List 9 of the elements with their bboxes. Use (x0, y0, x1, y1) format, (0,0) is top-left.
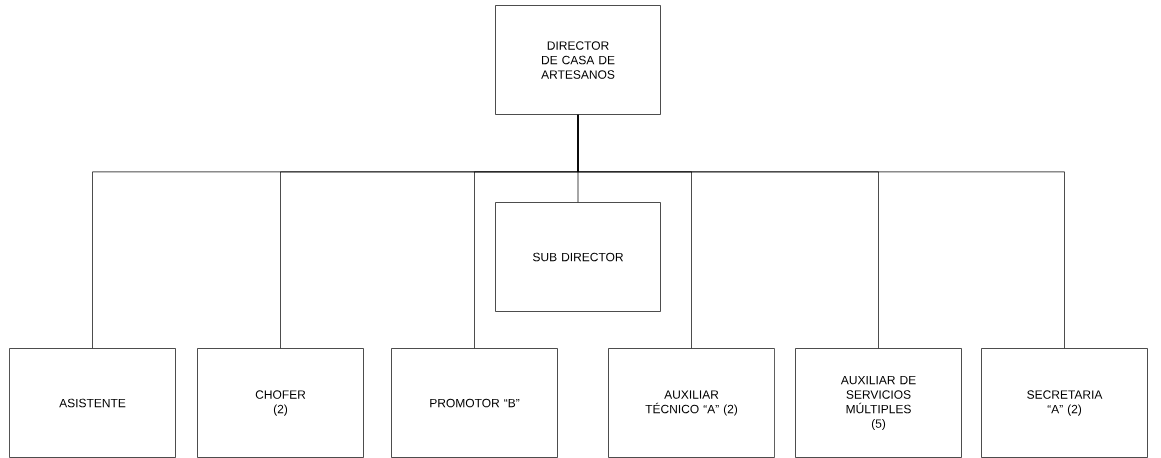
org-box: ASISTENTE (9, 348, 176, 458)
org-box: CHOFER (2) (197, 348, 364, 458)
org-box: SECRETARIA “A” (2) (981, 348, 1148, 458)
org-box: DIRECTOR DE CASA DE ARTESANOS (495, 5, 661, 115)
connector-line (577, 114, 1065, 349)
org-box: SUB DIRECTOR (495, 202, 661, 312)
org-box: AUXILIAR TÉCNICO “A” (2) (608, 348, 775, 458)
org-box: PROMOTOR “B” (391, 348, 558, 458)
org-box: AUXILIAR DE SERVICIOS MÚLTIPLES (5) (795, 348, 962, 458)
